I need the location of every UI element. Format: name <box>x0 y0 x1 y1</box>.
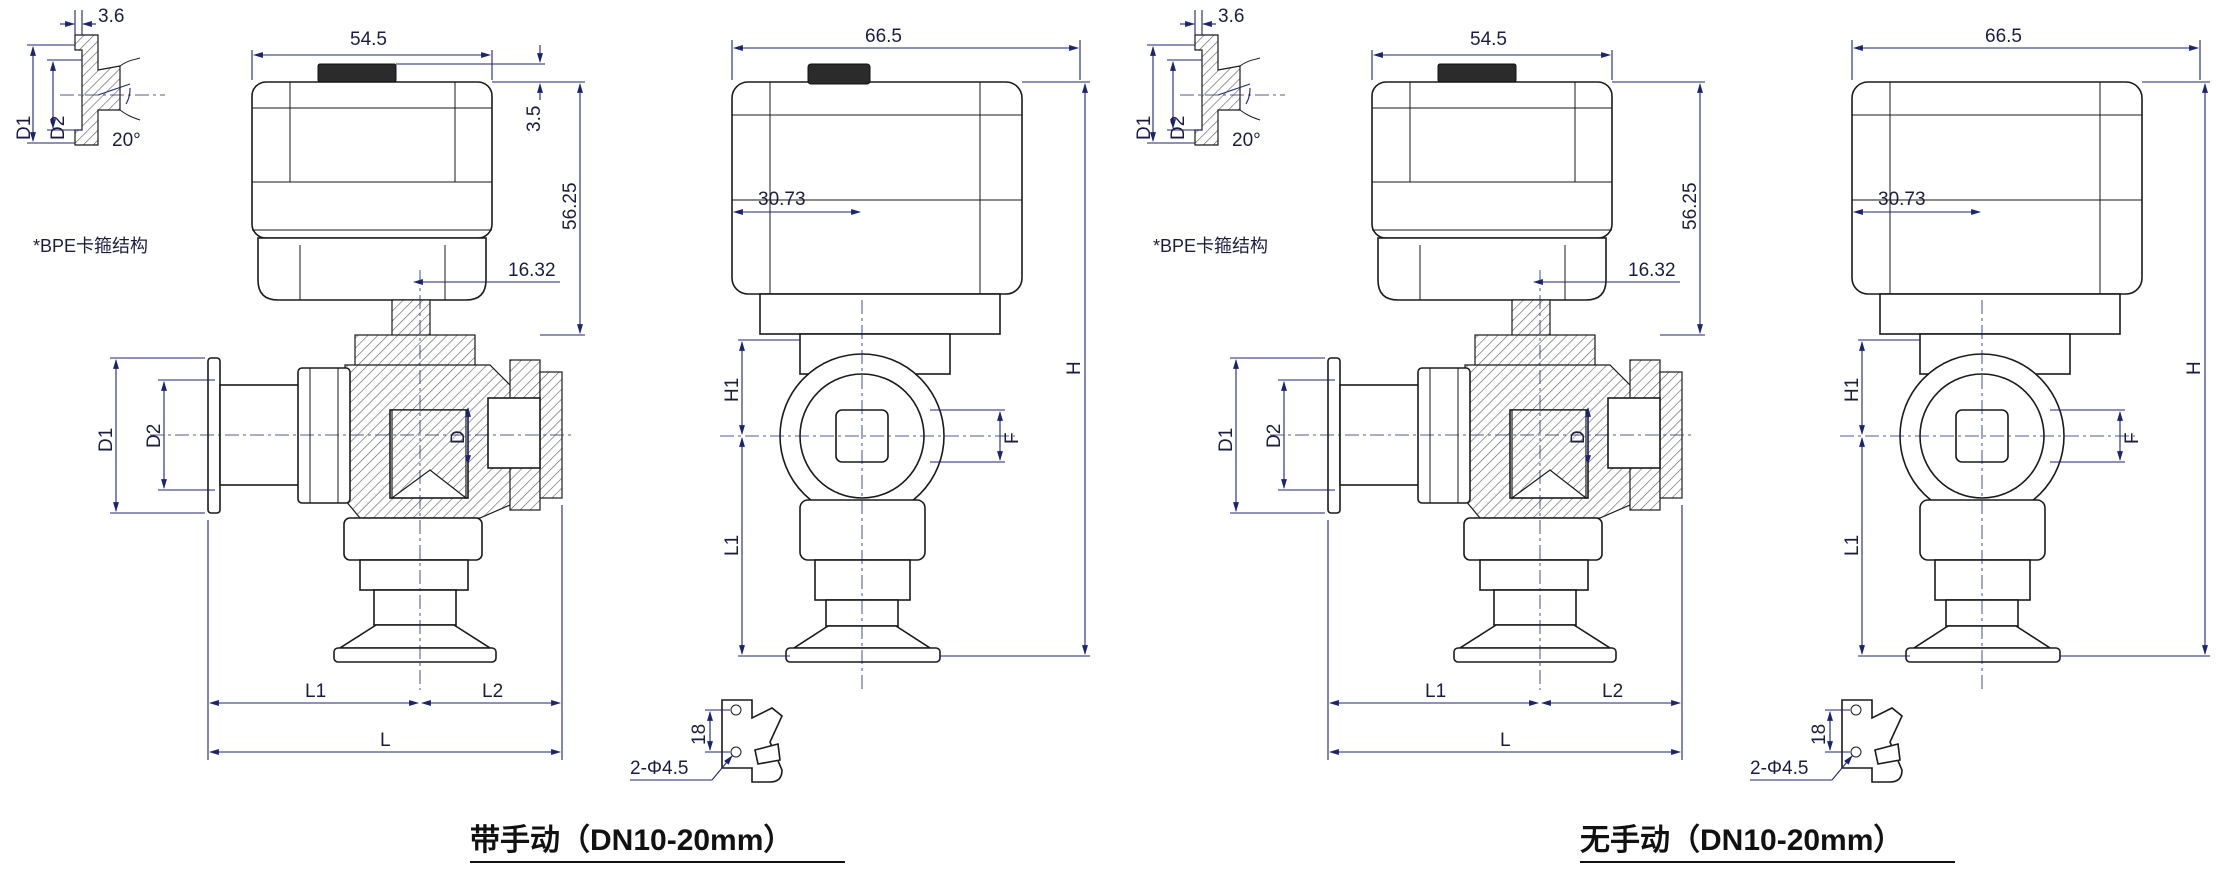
right-side-l1: L1 <box>1842 535 1863 556</box>
left-flange-thickness: 3.6 <box>98 6 124 27</box>
right-bpe-note: *BPE卡箍结构 <box>1153 236 1268 256</box>
left-front-d1: D1 <box>96 428 117 452</box>
left-front-stem: 16.32 <box>508 260 556 281</box>
left-bracket-holes: 2-Φ4.5 <box>630 758 688 779</box>
left-front-d: D <box>448 430 469 444</box>
left-side-width: 66.5 <box>865 26 902 47</box>
right-front-l1: L1 <box>1425 681 1446 702</box>
left-flange-d1: D1 <box>14 116 35 140</box>
left-front-offset: 3.5 <box>524 106 545 132</box>
left-caption: 带手动（DN10-20mm） <box>470 823 793 857</box>
right-front-width: 54.5 <box>1470 29 1507 50</box>
right-side-h1: H1 <box>1842 378 1863 402</box>
right-flange-d2: D2 <box>1168 116 1189 140</box>
right-flange-thickness: 3.6 <box>1218 6 1244 27</box>
right-front-view <box>1269 63 1696 691</box>
left-front-l: L <box>380 730 391 751</box>
left-front-l1: L1 <box>305 681 326 702</box>
right-front-l2: L2 <box>1602 681 1623 702</box>
left-side-f: F <box>1002 432 1023 444</box>
right-bracket-spacing: 18 <box>1809 724 1830 745</box>
left-flange-angle: 20° <box>112 130 141 151</box>
right-front-stem: 16.32 <box>1628 260 1676 281</box>
right-side-width: 66.5 <box>1985 26 2022 47</box>
left-side-h: H <box>1064 361 1085 375</box>
left-bpe-note: *BPE卡箍结构 <box>33 236 148 256</box>
left-front-height: 56.25 <box>560 182 581 230</box>
left-bracket-view <box>721 699 783 783</box>
right-side-f: F <box>2122 432 2143 444</box>
left-front-l2: L2 <box>482 681 503 702</box>
left-front-view <box>149 63 576 691</box>
right-front-d: D <box>1568 430 1589 444</box>
right-front-d1: D1 <box>1216 428 1237 452</box>
left-side-view <box>719 81 1023 691</box>
right-side-view <box>1839 81 2143 691</box>
left-drawing-group: 3.6 20° D1 D2 *BPE卡箍结构 54.5 3.5 56.25 16… <box>14 6 1090 863</box>
left-front-d2: D2 <box>144 424 165 448</box>
right-bracket-view <box>1841 699 1903 783</box>
right-side-h: H <box>2184 361 2205 375</box>
left-side-center: 30.73 <box>758 189 806 210</box>
right-front-height: 56.25 <box>1680 182 1701 230</box>
left-bracket-spacing: 18 <box>689 724 710 745</box>
left-front-width: 54.5 <box>350 29 387 50</box>
left-handwheel <box>807 63 871 85</box>
right-front-d2: D2 <box>1264 424 1285 448</box>
right-bracket-holes: 2-Φ4.5 <box>1750 758 1808 779</box>
right-caption: 无手动（DN10-20mm） <box>1580 823 1903 857</box>
right-drawing-group: 3.6 20° D1 D2 *BPE卡箍结构 54.5 56.25 16.32 … <box>1134 6 2210 863</box>
right-flange-angle: 20° <box>1232 130 1261 151</box>
left-flange-d2: D2 <box>48 116 69 140</box>
left-side-l1: L1 <box>722 535 743 556</box>
right-side-center: 30.73 <box>1878 189 1926 210</box>
right-flange-d1: D1 <box>1134 116 1155 140</box>
right-front-l: L <box>1500 730 1511 751</box>
left-side-h1: H1 <box>722 378 743 402</box>
